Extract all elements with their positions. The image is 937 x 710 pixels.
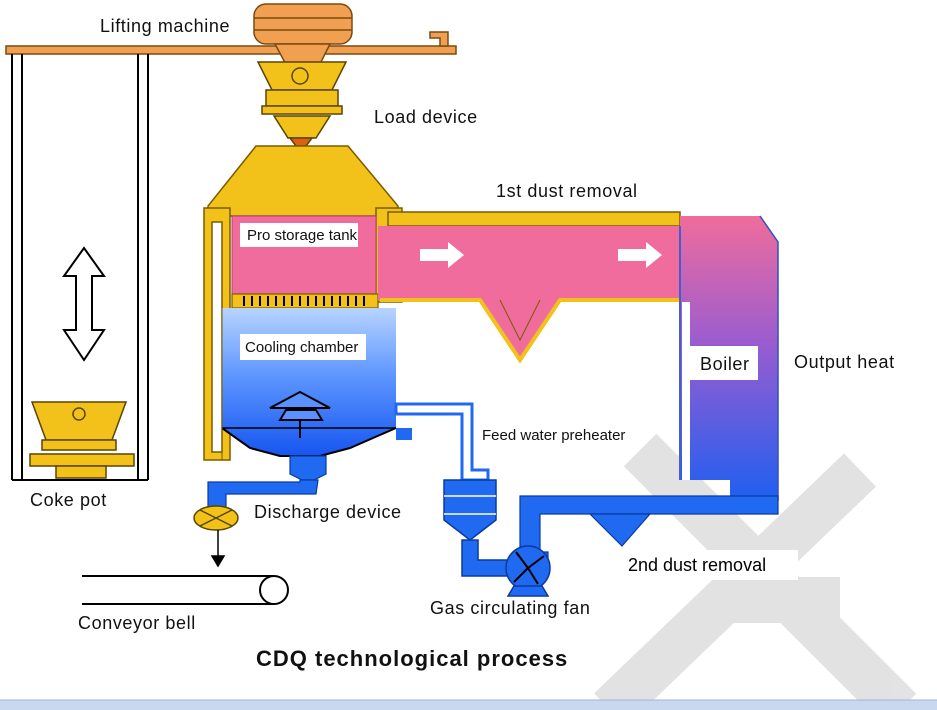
cooling-chamber-label-box: [240, 334, 366, 360]
feed-water-pipe: [394, 402, 490, 482]
fan-icon: [505, 545, 551, 597]
gas-distributor-icon: [269, 390, 331, 438]
label-second-dust-removal: 2nd dust removal: [628, 555, 766, 575]
label-feed-water-preheater: Feed water preheater: [482, 427, 625, 444]
conveyor-icon: [82, 575, 289, 605]
preheater: [443, 479, 511, 577]
cooling-chamber: [221, 308, 397, 460]
grate: [231, 293, 379, 309]
label-load-device: Load device: [374, 107, 478, 127]
lift-arrow-icon: [62, 246, 106, 362]
pro-storage-tank-label-box: [240, 223, 358, 247]
boiler-label-box: [688, 346, 758, 380]
flow-arrow-icon: [420, 242, 464, 268]
label-lifting-machine: Lifting machine: [100, 16, 230, 36]
label-conveyor-bell: Conveyor bell: [78, 613, 196, 633]
label-coke-pot: Coke pot: [30, 490, 107, 510]
second-dust-removal-label-box: [620, 550, 798, 580]
label-discharge-device: Discharge device: [254, 502, 402, 522]
lifting-rail: [5, 31, 457, 55]
label-pro-storage-tank: Pro storage tank: [247, 227, 358, 244]
bottom-bar: [0, 700, 937, 710]
label-gas-circulating-fan: Gas circulating fan: [430, 598, 590, 618]
flow-arrow-icon: [618, 242, 662, 268]
lift-shaft: [11, 54, 149, 481]
discharge-valve-icon: [193, 505, 239, 531]
label-cooling-chamber: Cooling chamber: [245, 339, 358, 356]
coke-pot-icon: [29, 401, 135, 479]
drop-arrow-icon: [210, 530, 226, 568]
hot-gas-duct: [378, 226, 690, 364]
label-boiler: Boiler: [700, 354, 750, 374]
lifting-machine-icon: [253, 3, 353, 73]
label-first-dust-removal: 1st dust removal: [496, 181, 638, 201]
label-output-heat: Output heat: [794, 352, 895, 372]
load-device-icon: [256, 61, 348, 147]
diagram-title: CDQ technological process: [256, 646, 568, 671]
